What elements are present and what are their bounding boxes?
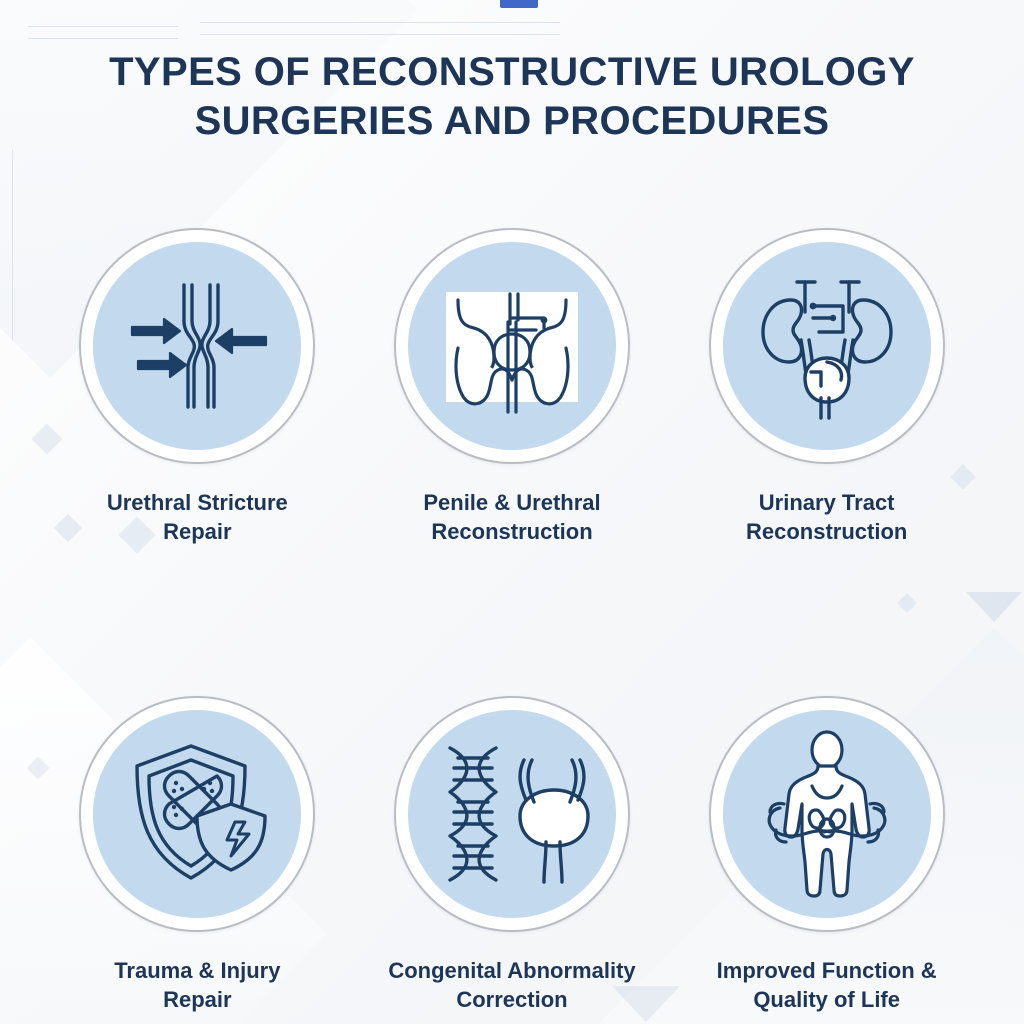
- icon-circle-fill: [407, 710, 616, 919]
- icon-circle-fill: [93, 242, 302, 450]
- caption-line-2: Correction: [456, 987, 568, 1013]
- items-grid: Urethral Stricture Repair: [40, 228, 984, 1014]
- icon-circle: [393, 228, 630, 464]
- icon-circle: [708, 228, 945, 464]
- shield-bandage-icon: [135, 744, 268, 880]
- item-caption: Trauma & Injury Repair: [40, 956, 355, 1014]
- dna-bladder-icon: [448, 746, 590, 884]
- hairline-rule: [199, 34, 561, 35]
- title-line-2: SURGERIES AND PROCEDURES: [194, 98, 830, 143]
- caption-line-1: Trauma & Injury: [114, 958, 281, 984]
- icon-circle-fill: [93, 710, 302, 919]
- caption-line-1: Urinary Tract: [758, 490, 895, 515]
- top-accent-bar: [500, 0, 538, 8]
- page-title: TYPES OF RECONSTRUCTIVE UROLOGY SURGERIE…: [0, 48, 1024, 146]
- caption-line-2: Quality of Life: [753, 987, 900, 1013]
- item-improved-function-quality-of-life[interactable]: Improved Function & Quality of Life: [669, 696, 984, 1014]
- hairline-rule: [199, 22, 561, 23]
- icon-circle-fill: [722, 710, 931, 919]
- icon-circle-fill: [722, 242, 931, 450]
- icon-circle: [708, 696, 945, 933]
- icon-circle: [393, 696, 630, 933]
- hairline-rule: [28, 38, 178, 39]
- caption-line-1: Penile & Urethral: [423, 490, 601, 515]
- icon-circle: [79, 228, 316, 464]
- caption-line-2: Repair: [163, 519, 232, 545]
- item-trauma-injury-repair[interactable]: Trauma & Injury Repair: [40, 696, 355, 1014]
- pelvic-anatomy-icon: [445, 292, 578, 414]
- caption-line-2: Repair: [163, 987, 232, 1013]
- caption-line-1: Urethral Stricture: [106, 490, 288, 515]
- hairline-rule: [28, 26, 178, 27]
- item-caption: Improved Function & Quality of Life: [669, 956, 984, 1014]
- item-caption: Urinary Tract Reconstruction: [669, 488, 984, 546]
- caption-line-1: Improved Function &: [716, 958, 937, 984]
- item-caption: Urethral Stricture Repair: [40, 488, 355, 546]
- item-caption: Penile & Urethral Reconstruction: [355, 488, 670, 546]
- caption-line-2: Reconstruction: [431, 519, 593, 545]
- item-urinary-tract-reconstruction[interactable]: Urinary Tract Reconstruction: [669, 228, 984, 546]
- icon-circle-fill: [407, 242, 616, 450]
- item-congenital-abnormality-correction[interactable]: Congenital Abnormality Correction: [355, 696, 670, 1014]
- caption-line-2: Reconstruction: [745, 519, 908, 545]
- urethral-stricture-icon: [131, 283, 268, 409]
- caption-line-1: Congenital Abnormality: [388, 958, 636, 984]
- item-urethral-stricture-repair[interactable]: Urethral Stricture Repair: [40, 228, 355, 546]
- human-body-urinary-icon: [767, 730, 886, 898]
- item-caption: Congenital Abnormality Correction: [355, 956, 670, 1014]
- item-penile-urethral-reconstruction[interactable]: Penile & Urethral Reconstruction: [355, 228, 670, 546]
- kidneys-bladder-icon: [760, 280, 893, 420]
- title-line-1: TYPES OF RECONSTRUCTIVE UROLOGY: [109, 50, 915, 94]
- icon-circle: [79, 696, 316, 933]
- hairline-rule-vertical: [12, 150, 13, 340]
